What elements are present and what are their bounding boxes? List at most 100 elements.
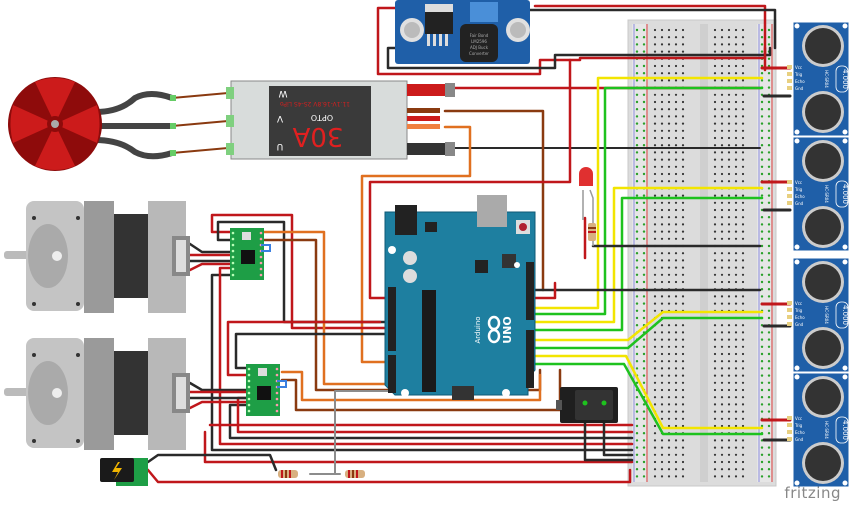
breadboard-hole[interactable]: [727, 36, 731, 39]
breadboard-hole[interactable]: [734, 403, 738, 406]
breadboard-hole[interactable]: [720, 28, 724, 32]
breadboard-hole[interactable]: [720, 396, 724, 399]
breadboard-hole[interactable]: [674, 453, 678, 456]
breadboard-hole[interactable]: [660, 453, 664, 456]
breadboard-hole[interactable]: [720, 129, 724, 132]
rail-hole[interactable]: [760, 216, 764, 219]
rail-hole[interactable]: [760, 345, 764, 348]
breadboard-hole[interactable]: [713, 79, 717, 82]
breadboard-hole[interactable]: [674, 403, 678, 406]
breadboard-hole[interactable]: [727, 165, 731, 168]
rail-hole[interactable]: [760, 172, 764, 176]
rail-hole[interactable]: [635, 345, 639, 348]
breadboard-hole[interactable]: [713, 115, 717, 118]
breadboard-hole[interactable]: [681, 295, 685, 298]
breadboard-hole[interactable]: [734, 338, 738, 341]
rail-hole[interactable]: [760, 460, 764, 464]
breadboard-hole[interactable]: [681, 28, 685, 32]
breadboard-hole[interactable]: [741, 417, 745, 420]
rail-hole[interactable]: [767, 424, 771, 428]
rail-hole[interactable]: [767, 151, 771, 154]
breadboard-hole[interactable]: [741, 108, 745, 111]
breadboard-hole[interactable]: [741, 338, 745, 341]
rail-hole[interactable]: [635, 266, 639, 269]
breadboard-hole[interactable]: [681, 475, 685, 478]
breadboard-hole[interactable]: [713, 475, 717, 478]
breadboard-hole[interactable]: [741, 259, 745, 262]
breadboard-hole[interactable]: [741, 460, 745, 464]
breadboard-hole[interactable]: [674, 295, 678, 298]
breadboard-hole[interactable]: [727, 367, 731, 370]
rail-hole[interactable]: [767, 86, 771, 89]
breadboard-hole[interactable]: [674, 367, 678, 370]
breadboard-hole[interactable]: [674, 144, 678, 147]
breadboard-hole[interactable]: [681, 252, 685, 255]
rail-hole[interactable]: [767, 453, 771, 456]
breadboard-hole[interactable]: [734, 28, 738, 32]
rail-hole[interactable]: [642, 338, 646, 341]
rail-hole[interactable]: [635, 230, 639, 233]
rail-hole[interactable]: [635, 460, 639, 464]
breadboard-hole[interactable]: [734, 295, 738, 298]
breadboard-hole[interactable]: [681, 460, 685, 464]
breadboard-hole[interactable]: [734, 273, 738, 276]
breadboard-hole[interactable]: [720, 158, 724, 161]
rail-hole[interactable]: [760, 50, 764, 53]
rail-hole[interactable]: [767, 57, 771, 60]
rail-hole[interactable]: [760, 201, 764, 204]
breadboard-hole[interactable]: [720, 64, 724, 68]
breadboard-hole[interactable]: [734, 129, 738, 132]
breadboard-hole[interactable]: [660, 460, 664, 464]
breadboard-hole[interactable]: [660, 237, 664, 240]
rail-hole[interactable]: [635, 194, 639, 197]
breadboard-hole[interactable]: [653, 194, 657, 197]
breadboard-hole[interactable]: [681, 208, 685, 212]
breadboard-hole[interactable]: [741, 208, 745, 212]
breadboard-hole[interactable]: [734, 144, 738, 147]
breadboard-hole[interactable]: [713, 36, 717, 39]
breadboard-hole[interactable]: [674, 43, 678, 46]
breadboard-hole[interactable]: [741, 216, 745, 219]
breadboard-hole[interactable]: [720, 439, 724, 442]
breadboard-hole[interactable]: [653, 79, 657, 82]
breadboard-hole[interactable]: [660, 259, 664, 262]
breadboard-hole[interactable]: [741, 100, 745, 104]
breadboard-hole[interactable]: [741, 50, 745, 53]
rail-hole[interactable]: [767, 338, 771, 341]
breadboard-hole[interactable]: [741, 410, 745, 413]
rail-hole[interactable]: [642, 237, 646, 240]
breadboard-hole[interactable]: [660, 165, 664, 168]
breadboard-hole[interactable]: [653, 468, 657, 471]
breadboard-hole[interactable]: [660, 50, 664, 53]
breadboard-hole[interactable]: [660, 108, 664, 111]
breadboard-hole[interactable]: [713, 151, 717, 154]
breadboard-hole[interactable]: [734, 216, 738, 219]
rail-hole[interactable]: [760, 468, 764, 471]
breadboard-hole[interactable]: [720, 280, 724, 284]
breadboard-hole[interactable]: [674, 396, 678, 399]
rail-hole[interactable]: [642, 345, 646, 348]
breadboard-hole[interactable]: [674, 194, 678, 197]
breadboard-hole[interactable]: [667, 79, 671, 82]
breadboard-hole[interactable]: [741, 194, 745, 197]
breadboard-hole[interactable]: [667, 115, 671, 118]
rail-hole[interactable]: [642, 201, 646, 204]
breadboard-hole[interactable]: [653, 223, 657, 226]
breadboard-hole[interactable]: [660, 72, 664, 75]
breadboard-hole[interactable]: [653, 381, 657, 384]
breadboard-hole[interactable]: [681, 338, 685, 341]
breadboard-hole[interactable]: [727, 50, 731, 53]
rail-hole[interactable]: [642, 403, 646, 406]
breadboard-hole[interactable]: [727, 475, 731, 478]
breadboard-hole[interactable]: [713, 122, 717, 125]
breadboard-hole[interactable]: [681, 388, 685, 392]
breadboard-hole[interactable]: [741, 144, 745, 147]
breadboard-hole[interactable]: [667, 136, 671, 140]
rail-hole[interactable]: [635, 295, 639, 298]
breadboard-hole[interactable]: [660, 280, 664, 284]
breadboard-hole[interactable]: [667, 43, 671, 46]
rail-hole[interactable]: [767, 266, 771, 269]
rail-hole[interactable]: [642, 295, 646, 298]
rail-hole[interactable]: [767, 129, 771, 132]
rail-hole[interactable]: [767, 432, 771, 435]
